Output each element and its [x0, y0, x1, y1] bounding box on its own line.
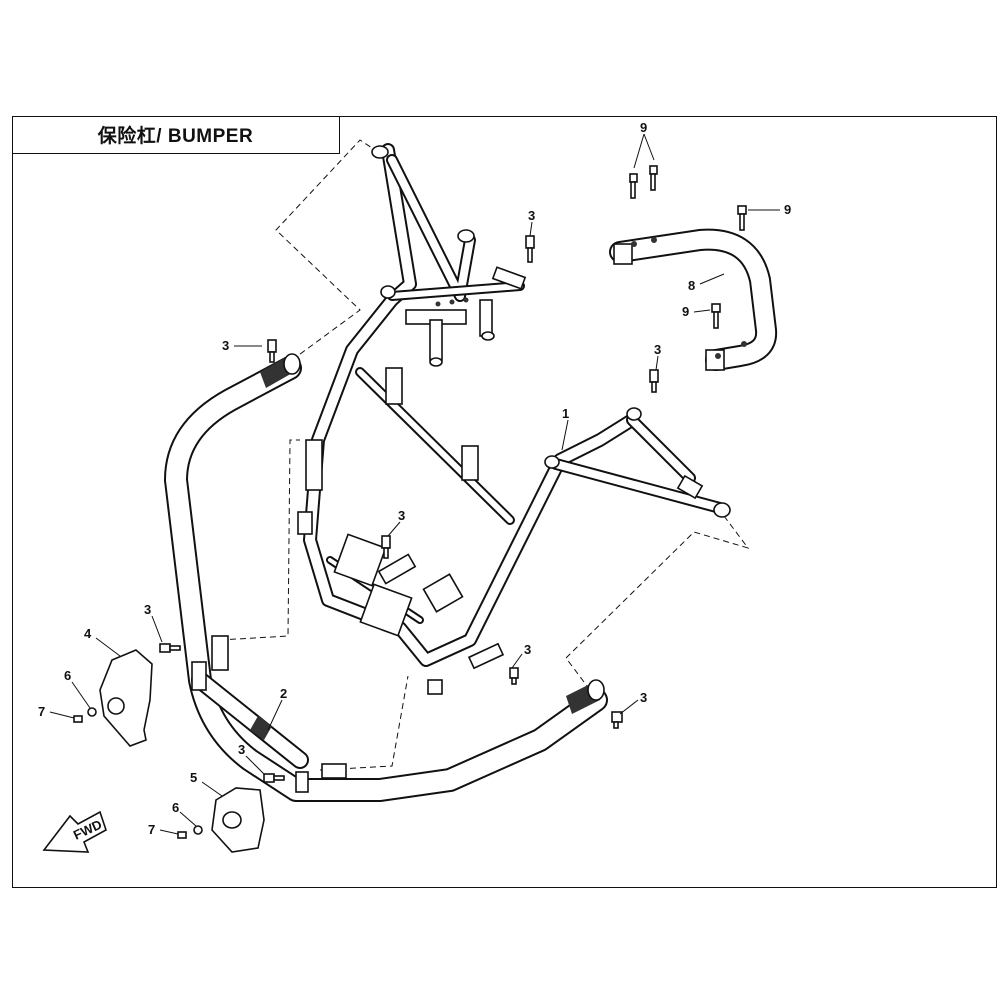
bolt-icon	[711, 303, 721, 329]
bolt-icon	[263, 773, 285, 783]
title-box: 保险杠/ BUMPER	[12, 116, 340, 154]
bolt-icon	[629, 173, 638, 199]
callout-3: 3	[640, 690, 647, 705]
bolt-icon	[611, 711, 623, 729]
bumper-mount-tab	[321, 763, 347, 779]
fwd-arrow-icon: FWD	[42, 810, 107, 853]
guide-center	[319, 675, 409, 771]
bolt-icon	[525, 235, 535, 263]
callout-7: 7	[148, 822, 155, 837]
bolt-icon	[381, 535, 391, 559]
mount-tab	[297, 511, 313, 535]
fasteners	[73, 165, 747, 839]
guide-left-upper	[275, 139, 373, 361]
guide-right	[565, 515, 750, 691]
bolt-icon	[737, 205, 747, 231]
washer-icon	[193, 825, 203, 835]
callout-1: 1	[562, 406, 569, 421]
callout-3: 3	[524, 642, 531, 657]
rear-bumper-end	[705, 349, 725, 371]
mount-tab	[461, 445, 479, 481]
callout-3: 3	[222, 338, 229, 353]
front-plate	[333, 533, 387, 587]
callout-5: 5	[190, 770, 197, 785]
callout-3: 3	[144, 602, 151, 617]
rear-bumper-end	[613, 243, 633, 265]
callout-3: 3	[398, 508, 405, 523]
bumper-mount-tab	[295, 771, 309, 793]
callout-4: 4	[84, 626, 92, 641]
mount-tab	[385, 367, 403, 405]
bolt-icon	[649, 369, 659, 393]
callout-3: 3	[238, 742, 245, 757]
screw-icon	[73, 715, 83, 723]
main-frame-part-1	[297, 143, 731, 695]
callout-6: 6	[64, 668, 71, 683]
bumper-mount-tab	[191, 661, 207, 691]
callout-3: 3	[654, 342, 661, 357]
callout-3: 3	[528, 208, 535, 223]
front-plate	[359, 583, 413, 637]
guard-plate-part-4	[99, 649, 153, 747]
callouts: 1 2 3 3 3 3 3 3 3 3 4 5 6 6 7 7 8	[38, 120, 791, 837]
bolt-icon	[649, 165, 658, 191]
rear-bumper-part-8	[609, 228, 778, 371]
callout-2: 2	[280, 686, 287, 701]
callout-8: 8	[688, 278, 695, 293]
diagram-frame	[12, 116, 997, 888]
callout-7: 7	[38, 704, 45, 719]
mount-tab	[305, 439, 323, 491]
guard-plate-part-5	[211, 787, 265, 853]
bolt-icon	[159, 643, 181, 653]
bolt-icon	[267, 339, 277, 363]
callout-9: 9	[640, 120, 647, 135]
washer-icon	[87, 707, 97, 717]
bolt-icon	[509, 667, 519, 685]
screw-icon	[177, 831, 187, 839]
callout-9: 9	[682, 304, 689, 319]
guide-left-lower	[219, 439, 300, 641]
callout-9: 9	[784, 202, 791, 217]
bumper-mount-tab	[211, 635, 229, 671]
callout-6: 6	[172, 800, 179, 815]
page-title: 保险杠/ BUMPER	[97, 126, 254, 147]
